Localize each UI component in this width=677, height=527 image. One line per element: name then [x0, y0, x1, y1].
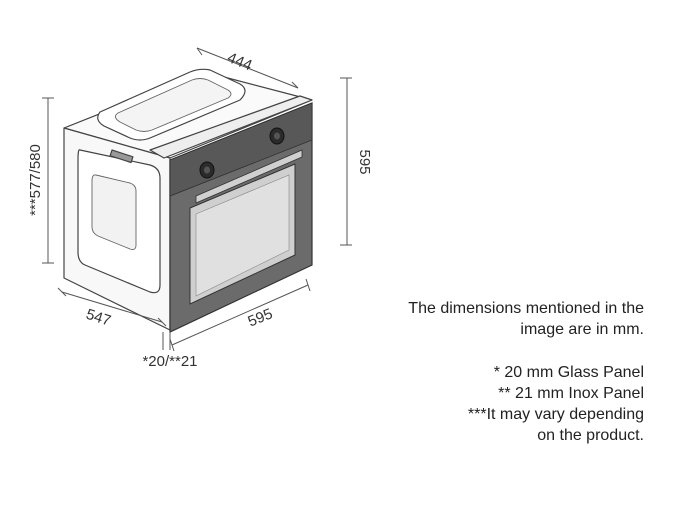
oven-body — [63, 68, 313, 331]
notes-intro-line2: image are in mm. — [520, 321, 644, 338]
dim-label-height-left: ***577/580 — [27, 144, 44, 216]
notes-intro-line1: The dimensions mentioned in the — [408, 300, 644, 317]
note-vary-line1: ***It may vary depending — [467, 406, 644, 423]
dim-label-panel: *20/**21 — [142, 353, 197, 370]
dim-label-depth-top: 444 — [225, 49, 255, 74]
dim-label-depth-bottom: 547 — [84, 306, 113, 330]
dimension-lines — [42, 47, 352, 352]
notes-legend: * 20 mm Glass Panel ** 21 mm Inox Panel … — [468, 362, 644, 446]
dim-label-height-right: 595 — [356, 149, 373, 174]
note-inox-panel: ** 21 mm Inox Panel — [498, 385, 644, 402]
dim-label-width-bottom: 595 — [246, 305, 276, 330]
note-vary-line2: on the product. — [537, 427, 644, 444]
notes-intro: The dimensions mentioned in the image ar… — [408, 298, 644, 340]
note-glass-panel: * 20 mm Glass Panel — [493, 364, 644, 381]
oven-front — [169, 102, 313, 333]
door-handle — [195, 149, 303, 204]
